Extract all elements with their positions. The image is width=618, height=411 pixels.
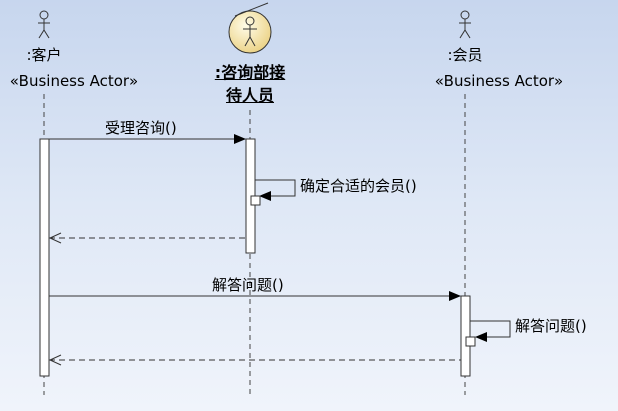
message-label-4: 解答问题() <box>515 317 587 335</box>
self-message-arrow-2 <box>250 179 296 206</box>
return-arrow-2 <box>48 354 461 366</box>
self-message-arrow-4 <box>465 320 511 347</box>
message-label-3: 解答问题() <box>212 276 284 294</box>
message-label-2: 确定合适的会员() <box>300 177 417 195</box>
activation-customer <box>39 138 50 377</box>
message-arrow-1 <box>49 134 246 144</box>
activation-member <box>460 295 471 377</box>
member-stereotype: «Business Actor» <box>434 72 564 90</box>
customer-stereotype: «Business Actor» <box>9 72 139 90</box>
message-arrow-3 <box>49 291 461 301</box>
consultant-name-line2: 待人员 <box>225 86 274 105</box>
business-worker-icon <box>228 2 272 54</box>
member-name: :会员 <box>447 46 483 64</box>
actor-customer-icon <box>38 10 50 39</box>
customer-name: :客户 <box>26 46 62 64</box>
message-label-1: 受理咨询() <box>105 119 177 137</box>
return-arrow-1 <box>48 232 246 244</box>
actor-member-icon <box>459 10 471 39</box>
consultant-name-line1: :咨询部接 <box>214 63 286 82</box>
